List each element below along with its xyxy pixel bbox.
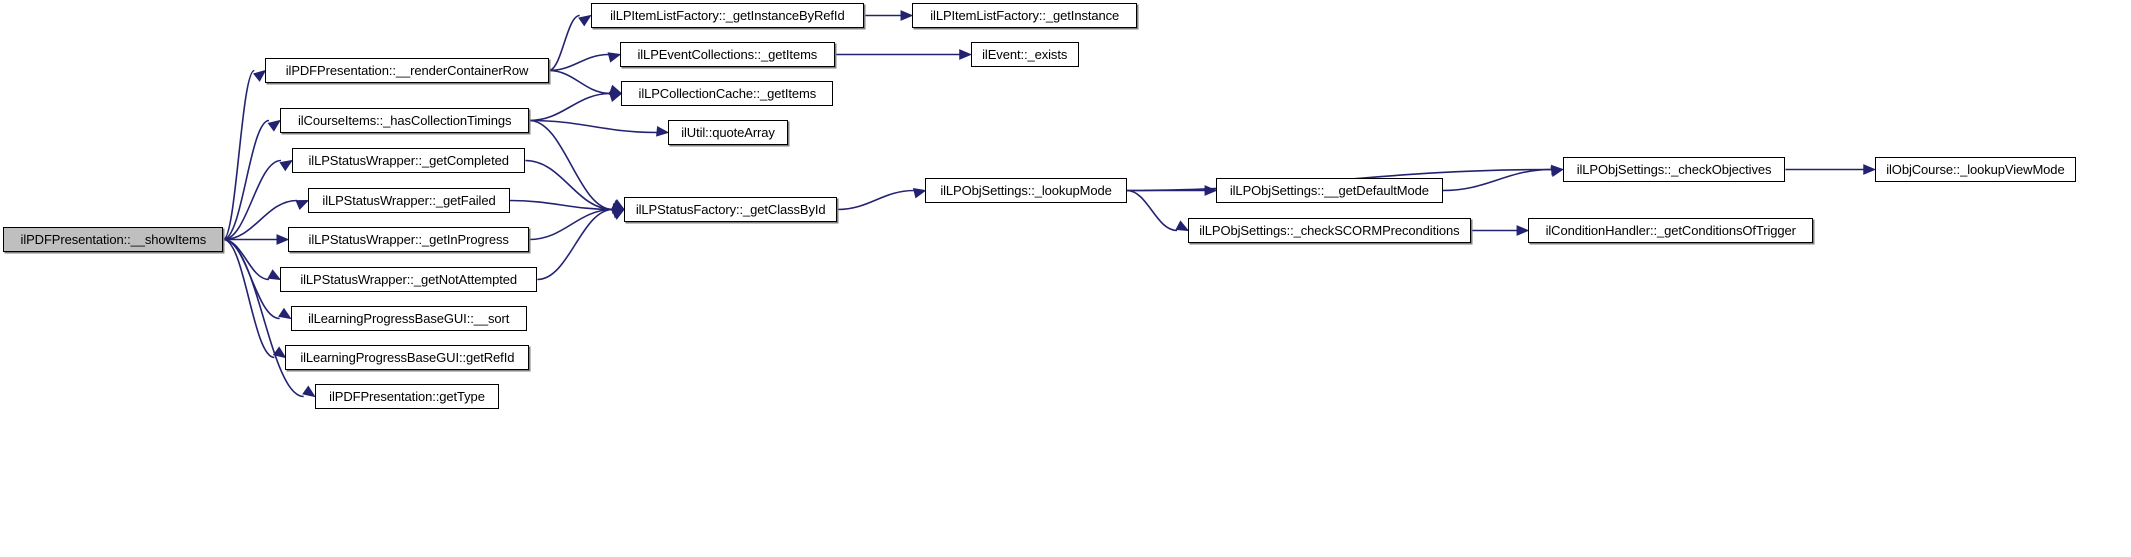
graph-node[interactable]: ilObjCourse::_lookupViewMode	[1874, 157, 2077, 182]
graph-node[interactable]: ilLPObjSettings::_checkObjectives	[1562, 157, 1786, 182]
graph-edge	[223, 199, 298, 241]
graph-edge	[223, 238, 280, 320]
graph-node[interactable]: ilPDFPresentation::getType	[314, 384, 500, 409]
graph-edge-arrowhead	[278, 307, 292, 320]
graph-edge	[837, 189, 915, 211]
graph-node[interactable]: ilPDFPresentation::__renderContainerRow	[265, 58, 549, 83]
graph-node[interactable]: ilLPCollectionCache::_getItems	[621, 81, 834, 106]
graph-node[interactable]: ilLPItemListFactory::_getInstance	[912, 3, 1138, 28]
graph-edge-arrowhead	[272, 346, 287, 359]
graph-node[interactable]: ilLearningProgressBaseGUI::getRefId	[285, 345, 530, 370]
graph-edge-arrowhead	[1550, 166, 1565, 177]
graph-node[interactable]: ilCourseItems::_hasCollectionTimings	[280, 108, 530, 133]
graph-edge-arrowhead	[959, 49, 973, 60]
graph-edge	[222, 69, 256, 241]
graph-edge	[529, 119, 614, 211]
graph-edge-arrowhead	[267, 119, 282, 132]
graph-edge-arrowhead	[578, 14, 592, 27]
graph-edge-arrowhead	[612, 203, 626, 214]
graph-node[interactable]: ilLPStatusWrapper::_getNotAttempted	[280, 267, 538, 292]
graph-edge-arrowhead	[1516, 225, 1530, 236]
graph-edge-arrowhead	[1175, 220, 1190, 232]
graph-edge-arrowhead	[611, 199, 626, 211]
graph-node[interactable]: ilLPObjSettings::_lookupMode	[925, 178, 1127, 203]
graph-edge-arrowhead	[912, 188, 927, 199]
graph-edge-arrowhead	[611, 208, 626, 219]
graph-edge	[548, 69, 611, 95]
graph-edge	[223, 119, 270, 241]
graph-edge	[548, 14, 580, 72]
graph-edge	[529, 119, 658, 134]
graph-edge	[529, 92, 611, 122]
graph-edge	[1442, 168, 1552, 192]
graph-edge	[529, 208, 614, 241]
graph-edge-arrowhead	[1204, 185, 1218, 196]
graph-node[interactable]: ilLPStatusWrapper::_getCompleted	[292, 148, 526, 173]
graph-edge-arrowhead	[608, 91, 623, 103]
graph-edge-arrowhead	[279, 159, 294, 172]
graph-edge	[525, 159, 614, 211]
graph-edge-arrowhead	[295, 199, 310, 210]
graph-edge	[537, 208, 614, 281]
graph-node[interactable]: ilEvent::_exists	[970, 42, 1079, 67]
graph-node[interactable]: ilLPStatusWrapper::_getInProgress	[288, 227, 530, 252]
graph-edge-arrowhead	[608, 84, 623, 95]
graph-edge-arrowhead	[900, 10, 914, 21]
graph-node[interactable]: ilConditionHandler::_getConditionsOfTrig…	[1528, 218, 1814, 243]
graph-node[interactable]: ilLPStatusFactory::_getClassById	[624, 197, 838, 222]
graph-node[interactable]: ilLPObjSettings::__getDefaultMode	[1216, 178, 1443, 203]
graph-edge-arrowhead	[607, 52, 622, 63]
graph-edge	[1126, 189, 1178, 232]
graph-node[interactable]: ilLPItemListFactory::_getInstanceByRefId	[590, 3, 865, 28]
graph-edge-arrowhead	[276, 234, 290, 245]
graph-edge	[223, 238, 270, 281]
graph-edge-arrowhead	[253, 69, 267, 82]
graph-edge-arrowhead	[611, 208, 626, 220]
graph-edge-arrowhead	[302, 385, 316, 398]
graph-node[interactable]: ilLearningProgressBaseGUI::__sort	[290, 306, 527, 331]
graph-edge	[548, 53, 610, 72]
graph-node-root[interactable]: ilPDFPresentation::__showItems	[3, 227, 224, 252]
graph-edge-arrowhead	[267, 269, 282, 281]
graph-edge-arrowhead	[656, 126, 670, 137]
graph-edge	[223, 238, 275, 359]
graph-node[interactable]: ilLPStatusWrapper::_getFailed	[308, 188, 510, 213]
graph-edge	[510, 199, 614, 211]
graph-node[interactable]: ilLPObjSettings::_checkSCORMPrecondition…	[1188, 218, 1471, 243]
graph-edge	[223, 159, 282, 241]
graph-edge-arrowhead	[1550, 164, 1565, 176]
graph-edge-arrowhead	[611, 199, 626, 211]
graph-node[interactable]: ilLPEventCollections::_getItems	[620, 42, 835, 67]
graph-node[interactable]: ilUtil::quoteArray	[668, 120, 789, 145]
graph-edge-arrowhead	[1863, 164, 1877, 175]
